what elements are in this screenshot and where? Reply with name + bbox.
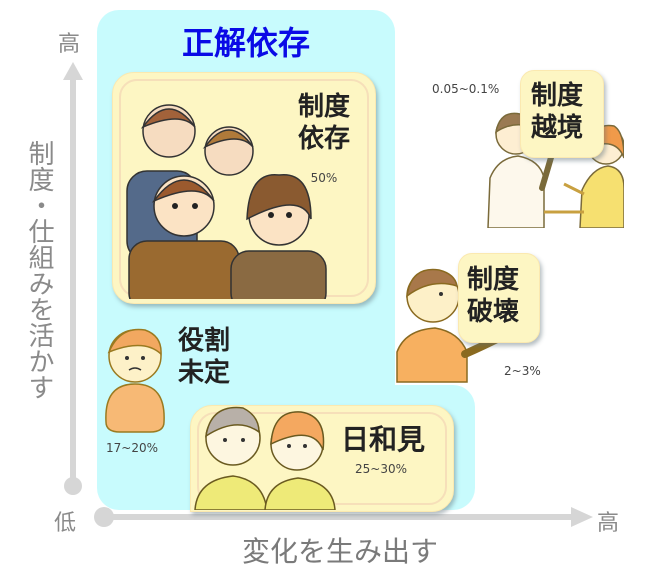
- x-axis-high-label: 高: [597, 511, 620, 536]
- group-label-yakuwari-mitei: 役割 未定: [178, 326, 231, 388]
- group-percent-yakuwari-mitei: 17~20%: [106, 441, 158, 455]
- onlookers-illustration: [193, 398, 343, 510]
- undecided-person-illustration: [100, 322, 170, 434]
- arrow-right-icon: [94, 507, 593, 527]
- origin-low-label: 低: [54, 511, 77, 536]
- businesspeople-illustration: [119, 91, 329, 299]
- y-axis-high-label: 高: [58, 32, 81, 57]
- arrow-up-icon: [63, 62, 83, 495]
- group-card-seido-hakai: 制度 破壊: [458, 253, 540, 343]
- group-percent-seido-hakai: 2~3%: [504, 364, 541, 378]
- x-axis-arrow: [93, 506, 593, 528]
- region-title: 正解依存: [181, 24, 310, 62]
- y-axis-label: 制度・仕組みを活かす: [24, 140, 54, 400]
- group-percent-seido-ekkyo: 0.05~0.1%: [432, 82, 500, 96]
- group-label-seido-izon: 制度 依存: [297, 92, 350, 154]
- x-axis-label: 変化を生み出す: [241, 535, 438, 568]
- group-card-seido-ekkyo: 制度 越境: [520, 70, 604, 158]
- group-label-seido-hakai: 制度 破壊: [467, 265, 520, 327]
- group-percent-seido-izon: 50%: [310, 171, 338, 185]
- discussion-illustration: [484, 108, 624, 228]
- y-axis-arrow: [63, 62, 83, 502]
- group-label-hiyorimi: 日和見: [341, 423, 426, 456]
- group-label-seido-ekkyo: 制度 越境: [531, 81, 584, 143]
- pointing-man-illustration: [395, 262, 505, 384]
- group-card-seido-izon: 制度 依存 50%: [112, 72, 376, 304]
- group-percent-hiyorimi: 25~30%: [355, 462, 407, 476]
